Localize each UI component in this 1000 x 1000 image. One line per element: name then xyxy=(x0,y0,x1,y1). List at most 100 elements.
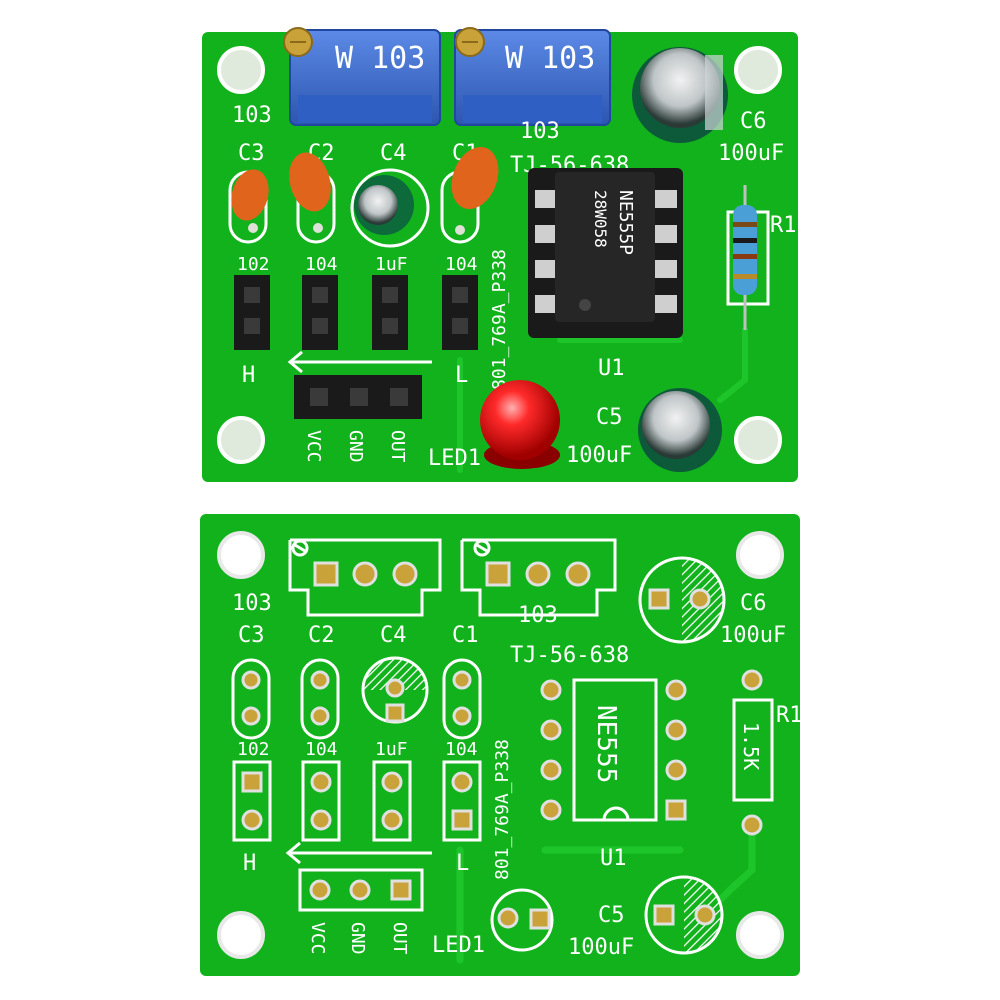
top-pot-left[interactable]: W 103 xyxy=(283,27,441,126)
c3-label: C3 xyxy=(238,623,265,648)
top-pot-right[interactable]: W 103 xyxy=(454,27,611,126)
c6-value: 100uF xyxy=(718,141,784,166)
bottom-pot-left-footprint xyxy=(288,538,442,617)
bottom-pot-right-footprint xyxy=(460,538,617,617)
jumper-label: 102 xyxy=(237,254,270,275)
jumper-header[interactable] xyxy=(372,275,408,350)
mounting-hole xyxy=(217,911,265,959)
c4-label: C4 xyxy=(380,141,407,166)
led-label: LED1 xyxy=(432,933,485,958)
header-label-gnd: GND xyxy=(347,922,368,955)
module-id: TJ-56-638 xyxy=(510,643,629,668)
bottom-c4-footprint xyxy=(361,656,429,724)
jumper-label: 104 xyxy=(305,254,338,275)
c5-value: 100uF xyxy=(568,935,634,960)
r1-value: 1.5K xyxy=(739,722,763,770)
top-r1-resistor xyxy=(726,185,770,330)
c1-label: C1 xyxy=(452,623,479,648)
bottom-pcb xyxy=(200,514,800,976)
ic-marking-line2: NE555P xyxy=(615,190,636,255)
bottom-jumper-pads xyxy=(241,771,473,831)
r1-label: R1 xyxy=(776,703,803,728)
u1-label: U1 xyxy=(598,356,625,381)
bottom-c6-footprint xyxy=(638,556,726,644)
arrow-h xyxy=(287,350,432,374)
jumper-header[interactable] xyxy=(442,275,478,350)
u1-label: U1 xyxy=(600,846,627,871)
jumper-label: 104 xyxy=(305,739,338,760)
mounting-hole xyxy=(736,531,784,579)
c5-label: C5 xyxy=(596,405,623,430)
bottom-jumper-footprints xyxy=(232,760,482,842)
h-label: H xyxy=(242,363,255,388)
c6-label: C6 xyxy=(740,109,767,134)
pot-left-label: 103 xyxy=(232,103,272,128)
header-label-out: OUT xyxy=(389,922,410,955)
top-jumper-labels: 102 104 1uF 104 xyxy=(237,254,478,275)
mounting-hole xyxy=(734,416,782,464)
bottom-led-footprint xyxy=(490,888,554,952)
bottom-ceramic-pads xyxy=(241,670,472,726)
bottom-jumper-labels: 102 104 1uF 104 xyxy=(237,739,478,760)
jumper-label: 1uF xyxy=(375,739,408,760)
ceramic-capacitor xyxy=(451,147,499,209)
top-c6-capacitor xyxy=(632,47,728,143)
top-traces xyxy=(457,327,748,473)
c3-label: C3 xyxy=(238,141,265,166)
l-label: L xyxy=(455,363,468,388)
part-code: 801_769A_P338 xyxy=(492,739,513,880)
ic-marking-line1: 28W058 xyxy=(591,190,610,248)
part-code: 801_769A_P338 xyxy=(489,249,510,390)
header-label-gnd: GND xyxy=(345,430,366,463)
c6-value: 100uF xyxy=(720,623,786,648)
top-c5-capacitor xyxy=(638,388,722,472)
bottom-pot-right-pads xyxy=(485,561,591,587)
ceramic-capacitor xyxy=(231,169,269,221)
l-label: L xyxy=(456,851,469,876)
bottom-ic-footprint: NE555 xyxy=(540,678,687,822)
c6-label: C6 xyxy=(740,591,767,616)
pot-marking: W 103 xyxy=(505,41,595,76)
jumper-label: 104 xyxy=(445,254,478,275)
h-label: H xyxy=(243,851,256,876)
red-led xyxy=(480,380,560,460)
pot-marking: W 103 xyxy=(335,41,425,76)
jumper-header[interactable] xyxy=(234,275,270,350)
r1-label: R1 xyxy=(770,213,797,238)
mounting-hole xyxy=(736,911,784,959)
top-ceramic-caps xyxy=(228,147,499,244)
c5-value: 100uF xyxy=(566,443,632,468)
pot-right-label: 103 xyxy=(518,603,558,628)
c5-label: C5 xyxy=(598,903,625,928)
mounting-hole xyxy=(734,46,782,94)
led-label: LED1 xyxy=(428,446,481,471)
ic-label: NE555 xyxy=(591,705,621,783)
top-jumpers[interactable] xyxy=(234,275,478,350)
top-board: W 103 W 103 103 103 C6 100uF C3 C2 C4 C1 xyxy=(202,27,798,482)
header-label-vcc: VCC xyxy=(307,922,328,955)
ceramic-capacitor xyxy=(289,152,331,212)
top-c4-capacitor xyxy=(350,168,430,248)
jumper-header[interactable] xyxy=(302,275,338,350)
bottom-ceramic-footprints xyxy=(231,658,482,740)
top-ic-socket: 28W058 NE555P xyxy=(528,168,683,338)
mounting-hole xyxy=(217,416,265,464)
jumper-label: 1uF xyxy=(375,254,408,275)
top-pcb xyxy=(202,32,798,482)
header-label-out: OUT xyxy=(387,430,408,463)
top-led xyxy=(480,380,560,469)
top-output-header[interactable] xyxy=(294,375,422,419)
bottom-pot-left-pads xyxy=(313,561,418,587)
header-label-vcc: VCC xyxy=(303,430,324,463)
bottom-output-footprint xyxy=(298,868,424,912)
ne555-chip xyxy=(555,172,655,322)
bottom-r1-footprint: 1.5K xyxy=(732,669,774,836)
bottom-traces xyxy=(456,821,756,964)
jumper-label: 102 xyxy=(237,739,270,760)
mounting-hole xyxy=(217,531,265,579)
mounting-hole xyxy=(217,46,265,94)
c2-label: C2 xyxy=(308,623,335,648)
pot-right-label: 103 xyxy=(520,119,560,144)
